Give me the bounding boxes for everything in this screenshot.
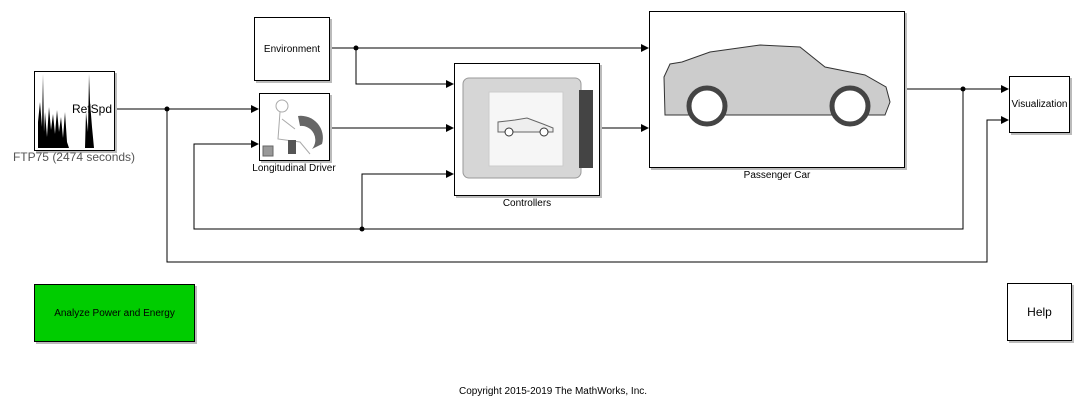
environment-block[interactable]: Environment xyxy=(254,17,330,81)
branch-point xyxy=(960,86,966,92)
help-button[interactable]: Help xyxy=(1007,283,1072,341)
feedback-to-ctrl-line xyxy=(361,170,454,229)
env-to-ctrl-line xyxy=(355,48,454,88)
analyze-label: Analyze Power and Energy xyxy=(54,307,175,319)
ftp75-caption: FTP75 (2474 seconds) xyxy=(12,150,136,164)
controllers-caption: Controllers xyxy=(502,198,552,209)
driver-icon xyxy=(262,99,323,157)
controllers-block[interactable] xyxy=(454,63,600,196)
branch-point xyxy=(353,45,359,51)
ftp75-drive-cycle-block[interactable]: RefSpd xyxy=(34,71,115,151)
ecu-icon xyxy=(462,77,593,179)
longitudinal-driver-block[interactable] xyxy=(259,93,330,161)
refspd-port-label: RefSpd xyxy=(71,102,112,116)
environment-label: Environment xyxy=(263,43,321,55)
refspd-to-viz-line xyxy=(166,109,1009,263)
feedback-to-driver-line xyxy=(193,89,964,230)
analyze-power-energy-button[interactable]: Analyze Power and Energy xyxy=(34,284,195,342)
passenger-car-block[interactable] xyxy=(649,11,905,168)
car-caption: Passenger Car xyxy=(743,170,811,181)
copyright-text: Copyright 2015-2019 The MathWorks, Inc. xyxy=(458,386,648,397)
car-icon xyxy=(663,44,891,127)
help-label: Help xyxy=(1027,305,1052,319)
branch-point xyxy=(359,226,365,232)
visualization-block[interactable]: Visualization xyxy=(1009,76,1070,133)
driver-caption: Longitudinal Driver xyxy=(252,163,336,174)
drive-cycle-icon xyxy=(38,74,94,148)
visualization-label: Visualization xyxy=(1011,99,1068,110)
branch-point xyxy=(164,106,170,112)
